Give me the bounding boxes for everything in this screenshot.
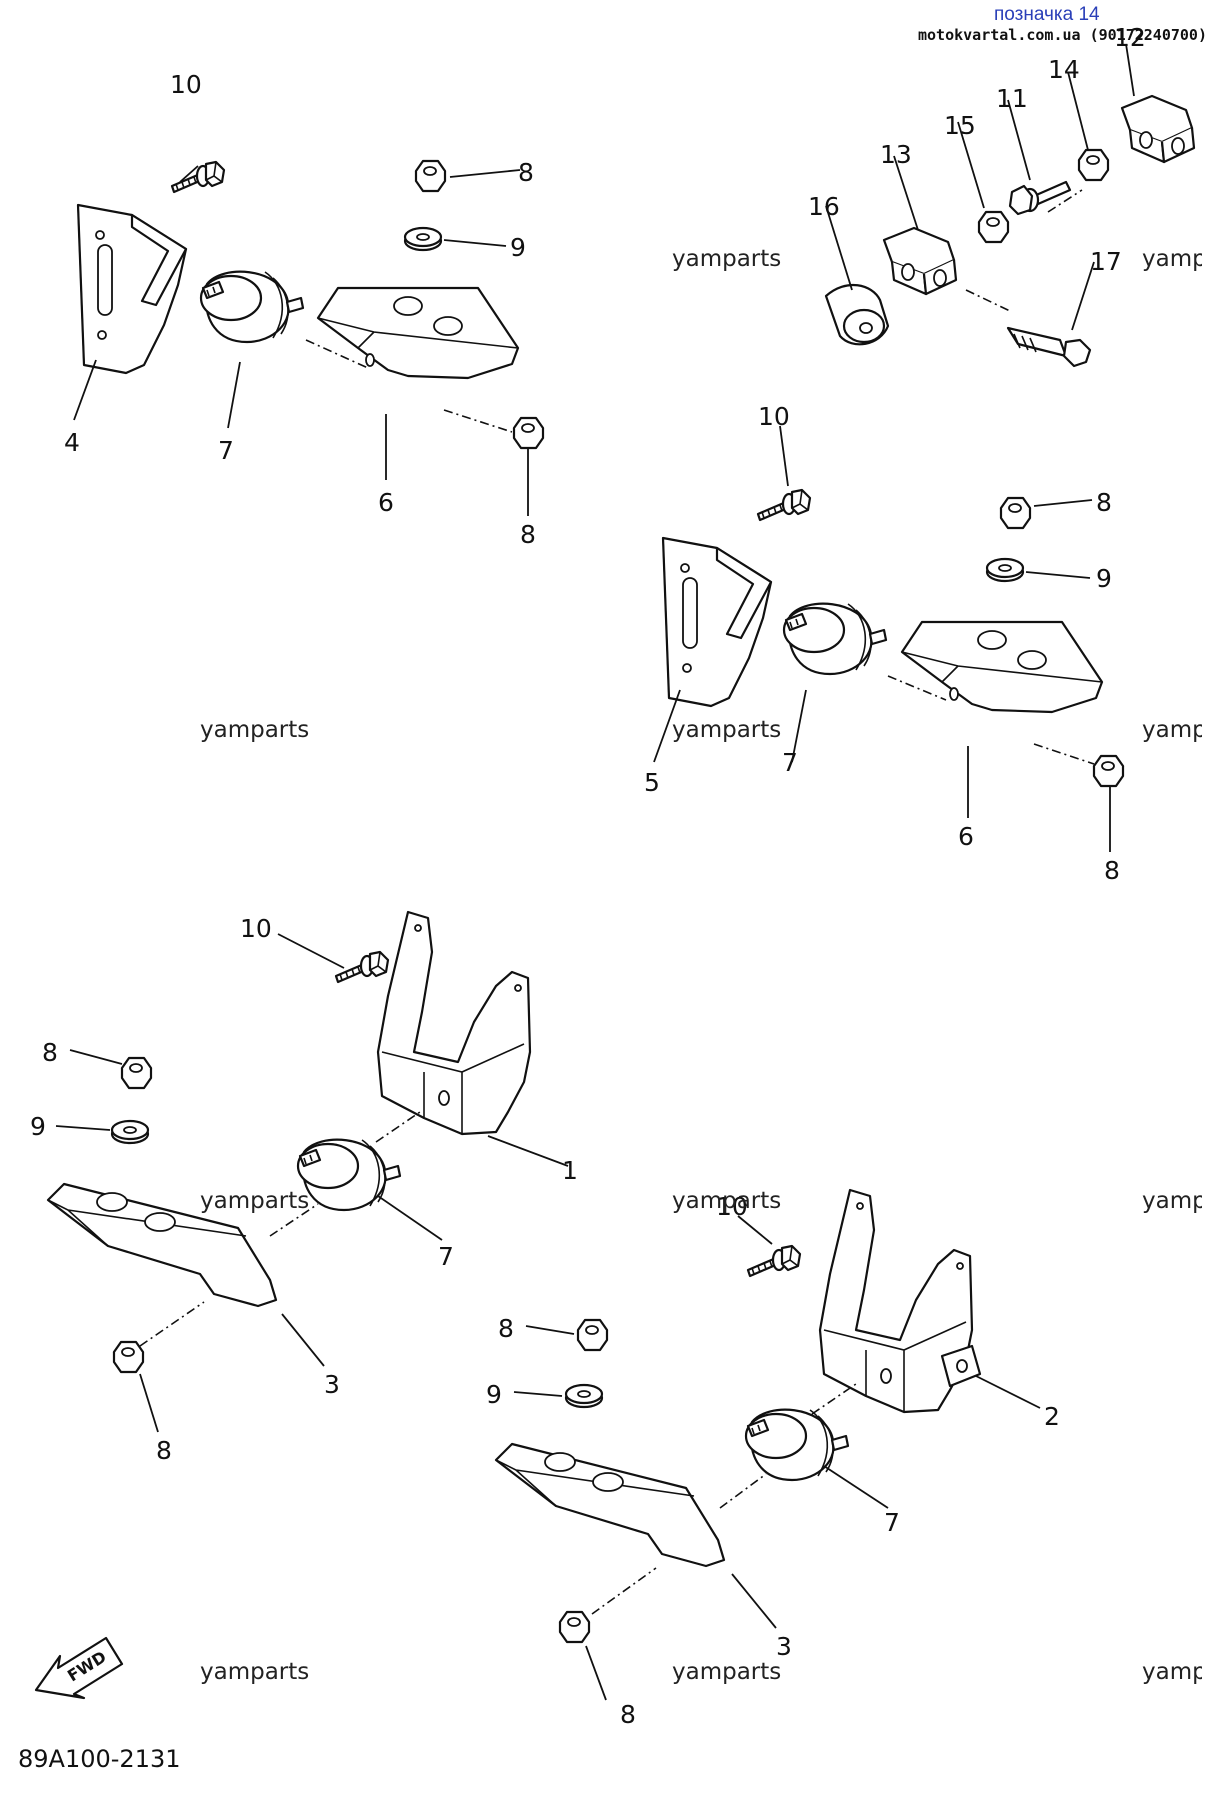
callout-8: 8 <box>498 1314 514 1343</box>
callout-10: 10 <box>170 70 202 99</box>
callout-8: 8 <box>42 1038 58 1067</box>
part-14-nut <box>1077 148 1110 182</box>
part-4-bracket <box>76 203 188 375</box>
callout-10: 10 <box>716 1192 748 1221</box>
fwd-arrow: FWD <box>34 1636 124 1700</box>
part-7-rubber-mount <box>199 270 305 344</box>
part-7-rubber-mount <box>296 1138 402 1212</box>
callout-8: 8 <box>1104 856 1120 885</box>
part-8-nut <box>576 1318 609 1352</box>
part-2-bracket-tab <box>940 1344 982 1388</box>
callout-3: 3 <box>324 1370 340 1399</box>
callout-7: 7 <box>438 1242 454 1271</box>
callout-8: 8 <box>518 158 534 187</box>
callout-10: 10 <box>758 402 790 431</box>
callout-16: 16 <box>808 192 840 221</box>
callout-3: 3 <box>776 1632 792 1661</box>
part-8-nut-lower <box>1092 754 1125 788</box>
watermark: yamparts <box>200 1659 309 1685</box>
callout-9: 9 <box>510 233 526 262</box>
callout-8: 8 <box>1096 488 1112 517</box>
callout-14: 14 <box>1048 55 1080 84</box>
part-8-nut <box>414 159 447 193</box>
callout-1: 1 <box>562 1156 578 1185</box>
part-9-washer <box>403 226 443 252</box>
diagram-code: 89A100-2131 <box>18 1745 181 1773</box>
assembly-bottom-right <box>494 1188 1041 1701</box>
watermark: yamparts <box>672 1659 781 1685</box>
part-9-washer <box>110 1119 150 1145</box>
part-1-bracket <box>376 910 532 1136</box>
callout-9: 9 <box>1096 564 1112 593</box>
callout-9: 9 <box>30 1112 46 1141</box>
callout-8: 8 <box>520 520 536 549</box>
callout-2: 2 <box>1044 1402 1060 1431</box>
assembly-middle-right <box>653 425 1125 852</box>
part-6-plate <box>900 620 1104 714</box>
part-8-nut-lower <box>558 1610 591 1644</box>
watermarks: yamparts yamparts yamparts yamparts yamp… <box>200 246 1225 1685</box>
part-7-rubber-mount <box>744 1408 850 1482</box>
watermark: yamparts <box>672 246 781 272</box>
part-8-nut-lower <box>112 1340 145 1374</box>
callout-12: 12 <box>1114 23 1146 52</box>
header-site: motokvartal.com.ua (90172240700) <box>918 26 1207 44</box>
part-17-bolt <box>1006 326 1092 368</box>
part-8-nut <box>120 1056 153 1090</box>
right-margin <box>1202 0 1225 1800</box>
callout-5: 5 <box>644 768 660 797</box>
part-12-link <box>1120 94 1196 164</box>
callout-17: 17 <box>1090 247 1122 276</box>
watermark: yamparts <box>672 717 781 743</box>
part-10-bolt <box>756 488 812 522</box>
part-7-rubber-mount <box>782 602 888 676</box>
part-8-nut <box>999 496 1032 530</box>
part-15-nut <box>977 210 1010 244</box>
assembly-link <box>824 43 1196 368</box>
callout-7: 7 <box>218 436 234 465</box>
part-9-washer <box>564 1383 604 1409</box>
part-6-plate <box>316 286 520 380</box>
callout-numbers: 10 8 9 4 7 6 8 12 14 11 15 13 16 17 10 8… <box>30 23 1146 1729</box>
assembly-bottom-left <box>46 910 569 1433</box>
callout-13: 13 <box>880 140 912 169</box>
callout-6: 6 <box>378 488 394 517</box>
part-10-bolt <box>746 1244 802 1278</box>
callout-8: 8 <box>620 1700 636 1729</box>
watermark: yamparts <box>200 717 309 743</box>
part-11-bolt <box>1008 180 1072 216</box>
assembly-top-left <box>73 159 545 516</box>
callout-10: 10 <box>240 914 272 943</box>
part-13-link <box>882 226 958 296</box>
part-8-nut-lower <box>512 416 545 450</box>
watermark: yamparts <box>672 1188 781 1214</box>
callout-11: 11 <box>996 84 1028 113</box>
part-9-washer <box>985 557 1025 583</box>
callout-8: 8 <box>156 1436 172 1465</box>
watermark: yamparts <box>200 1188 309 1214</box>
part-5-bracket <box>661 536 773 708</box>
part-3-plate <box>494 1442 726 1568</box>
callout-15: 15 <box>944 111 976 140</box>
part-16-bushing <box>824 283 890 346</box>
callout-4: 4 <box>64 428 80 457</box>
callout-6: 6 <box>958 822 974 851</box>
callout-7: 7 <box>884 1508 900 1537</box>
callout-7: 7 <box>782 748 798 777</box>
header-label: позначка 14 <box>994 4 1100 25</box>
callout-9: 9 <box>486 1380 502 1409</box>
